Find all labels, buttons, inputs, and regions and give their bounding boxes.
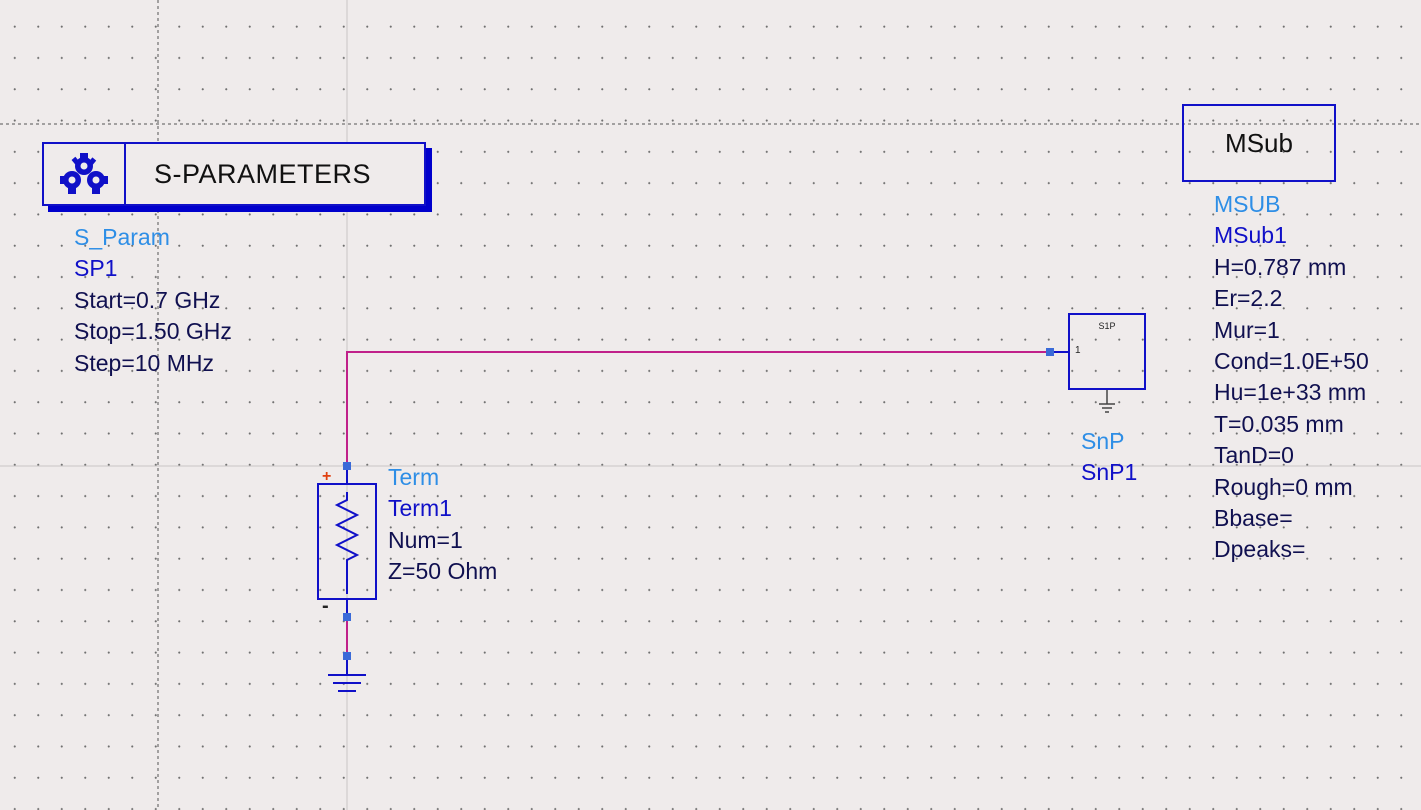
msub-param-hu: Hu=1e+33 mm <box>1214 379 1367 406</box>
sp-param-step: Step=10 MHz <box>74 349 214 376</box>
term-param-num: Num=1 <box>388 526 463 553</box>
snp-instance-name: SnP1 <box>1081 459 1138 486</box>
sp-param-start: Start=0.7 GHz <box>74 286 221 313</box>
gear-cluster-icon <box>60 153 108 194</box>
ground-pin-marker[interactable] <box>343 652 351 660</box>
snp-ground-icon <box>1099 390 1115 413</box>
msub-instance-name: MSub1 <box>1214 222 1287 249</box>
msub-param-h: H=0.787 mm <box>1214 253 1347 280</box>
snp-type-name: SnP <box>1081 428 1125 454</box>
msub-param-t: T=0.035 mm <box>1214 410 1344 437</box>
term-minus-sign: - <box>322 595 329 617</box>
snp-box-label: S1P <box>1098 321 1116 331</box>
term-resistor-icon <box>334 492 360 594</box>
msub-param-er: Er=2.2 <box>1214 285 1283 312</box>
sp-title: S-PARAMETERS <box>154 159 372 189</box>
snp-pin-marker[interactable] <box>1046 348 1054 356</box>
s-parameters-controller[interactable]: S-PARAMETERS <box>42 142 426 206</box>
sp-label-group[interactable]: S_Param SP1 Start=0.7 GHz Stop=1.50 GHz … <box>74 222 232 379</box>
snp-component[interactable]: S1P <box>1068 313 1146 390</box>
term-pin-top-marker[interactable] <box>343 462 351 470</box>
term-plus-sign: + <box>322 468 331 485</box>
msub-param-rough: Rough=0 mm <box>1214 473 1353 500</box>
msub-param-bbase: Bbase= <box>1214 504 1293 531</box>
term-label-group[interactable]: Term Term1 Num=1 Z=50 Ohm <box>388 462 497 588</box>
term-instance-name: Term1 <box>388 495 452 522</box>
msub-param-cond: Cond=1.0E+50 <box>1214 347 1369 374</box>
msub-type-name: MSUB <box>1214 191 1281 217</box>
term-type-name: Term <box>388 464 440 490</box>
snp-pin-number: 1 <box>1075 345 1081 356</box>
sp-param-stop: Stop=1.50 GHz <box>74 318 232 345</box>
wire-term-to-snp[interactable] <box>346 351 1050 466</box>
msub-param-dpeaks: Dpeaks= <box>1214 536 1306 563</box>
sp-type-name: S_Param <box>74 224 170 250</box>
term-pin-bottom-marker[interactable] <box>343 613 351 621</box>
msub-param-tand: TanD=0 <box>1214 442 1294 469</box>
ground-icon[interactable] <box>328 660 366 692</box>
msub-component[interactable]: MSub <box>1182 104 1336 182</box>
snp-label-group[interactable]: SnP SnP1 <box>1081 426 1137 489</box>
msub-label-group[interactable]: MSUB MSub1 H=0.787 mm Er=2.2 Mur=1 Cond=… <box>1214 189 1369 566</box>
sp-instance-name: SP1 <box>74 255 118 282</box>
term-param-z: Z=50 Ohm <box>388 558 498 585</box>
msub-title: MSub <box>1225 128 1293 158</box>
sp-icon-cell <box>44 144 126 204</box>
msub-param-mur: Mur=1 <box>1214 316 1280 343</box>
